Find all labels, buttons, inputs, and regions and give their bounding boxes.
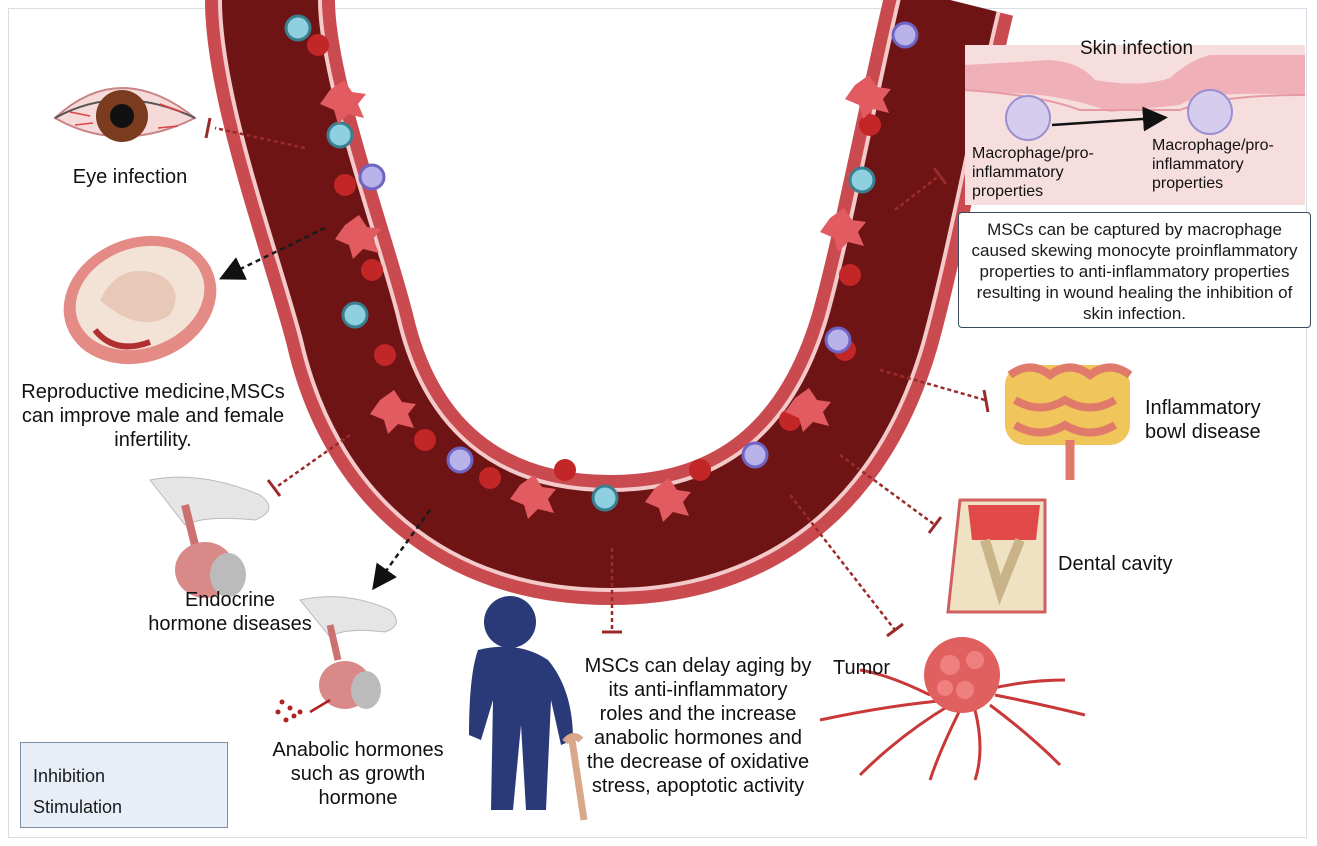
stem-cell xyxy=(286,16,310,40)
aging-label: MSCs can delay aging by its anti-inflamm… xyxy=(578,654,818,798)
tumor-label: Tumor xyxy=(833,656,890,680)
endocrine-label: Endocrine hormone diseases xyxy=(140,588,320,636)
immune-cell xyxy=(826,328,850,352)
red-blood-cell xyxy=(307,34,329,56)
stem-cell xyxy=(328,123,352,147)
legend-inhibition-label: Inhibition xyxy=(33,765,105,787)
legend-stimulation-label: Stimulation xyxy=(33,796,122,818)
stem-cell xyxy=(343,303,367,327)
tooth-illustration xyxy=(948,500,1045,612)
dental-cavity-label: Dental cavity xyxy=(1058,552,1173,576)
macrophage-left-label: Macrophage/pro- inflammatory properties xyxy=(972,144,1094,201)
macrophage-right-label: Macrophage/pro- inflammatory properties xyxy=(1152,136,1274,193)
red-blood-cell xyxy=(859,114,881,136)
immune-cell xyxy=(743,443,767,467)
stem-cell xyxy=(850,168,874,192)
stem-cell xyxy=(593,486,617,510)
red-blood-cell xyxy=(554,459,576,481)
skin-infection-title: Skin infection xyxy=(1080,38,1193,60)
intestine-illustration xyxy=(1005,365,1130,480)
pituitary-gland-illustration xyxy=(150,477,269,598)
red-blood-cell xyxy=(361,259,383,281)
red-blood-cell xyxy=(414,429,436,451)
elderly-person-illustration xyxy=(469,596,584,820)
legend: Inhibition Stimulation xyxy=(20,742,228,828)
ibd-label: Inflammatory bowl disease xyxy=(1145,396,1261,444)
reproductive-medicine-label: Reproductive medicine,MSCs can improve m… xyxy=(8,380,298,452)
immune-cell xyxy=(448,448,472,472)
red-blood-cell xyxy=(689,459,711,481)
immune-cell xyxy=(360,165,384,189)
immune-cell xyxy=(893,23,917,47)
eye-illustration xyxy=(55,88,195,142)
red-blood-cell xyxy=(374,344,396,366)
uterus-illustration xyxy=(45,215,234,385)
eye-infection-label: Eye infection xyxy=(55,165,205,189)
red-blood-cell xyxy=(334,174,356,196)
anabolic-hormones-label: Anabolic hormones such as growth hormone xyxy=(248,738,468,810)
skin-infection-description: MSCs can be captured by macrophage cause… xyxy=(958,212,1311,328)
red-blood-cell xyxy=(839,264,861,286)
red-blood-cell xyxy=(479,467,501,489)
